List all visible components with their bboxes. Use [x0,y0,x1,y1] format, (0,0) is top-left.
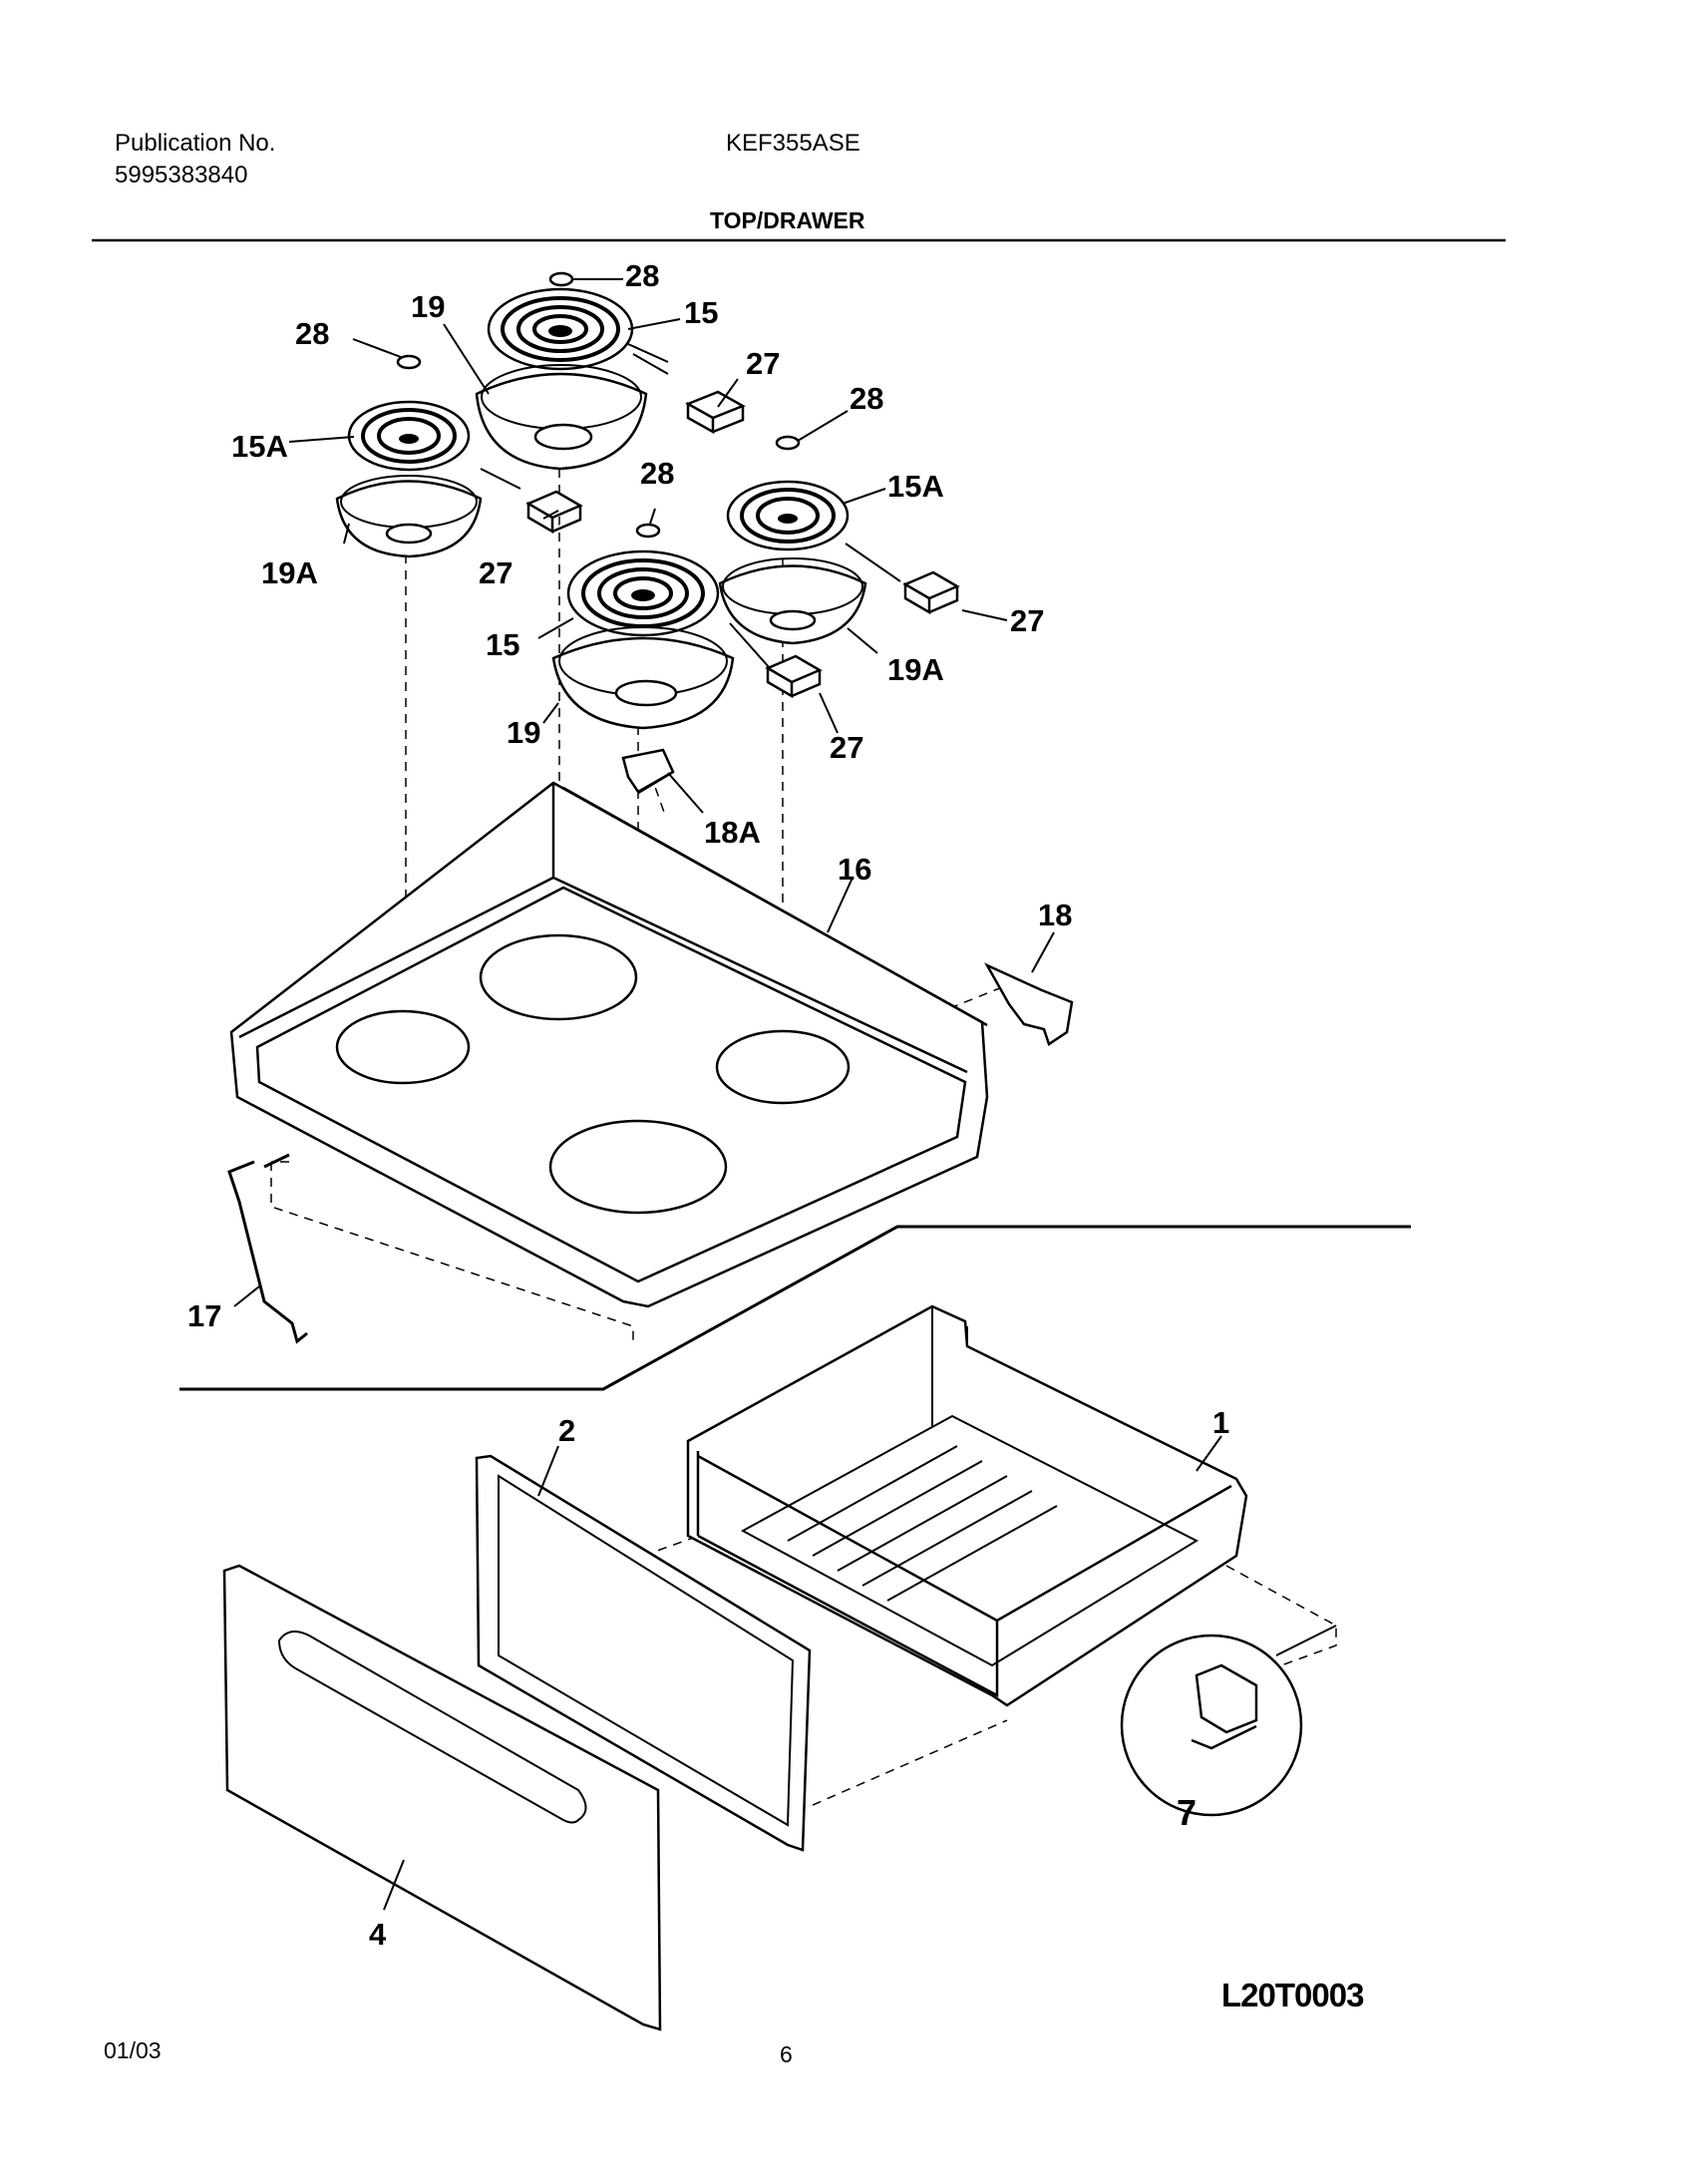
large-burner-front [566,549,720,637]
bracket-18a [621,748,675,795]
callout-28: 28 [625,258,659,293]
callout-19: 19 [507,715,540,750]
callout-28: 28 [640,456,674,491]
support-rod-17 [227,1153,308,1344]
diagram-code: L20T0003 [1221,1977,1364,2013]
section-title: TOP/DRAWER [710,207,865,233]
callout-16: 16 [838,852,871,887]
small-burner-right [726,480,850,551]
drawer-frame [475,1454,812,1852]
drawer-front-panel [222,1564,662,2031]
callout-15: 15 [684,295,718,330]
detail-circle-7 [1120,1625,1337,1817]
callout-18: 18 [1038,898,1072,932]
section-separator [179,1225,1411,1391]
callout-19: 19 [411,289,445,324]
small-burner-left [347,400,471,472]
callout-19a: 19A [261,555,318,590]
callout-28: 28 [850,381,883,416]
callout-15a: 15A [231,429,288,464]
burner-caps [396,271,801,539]
leader-lines [233,278,1222,1911]
drip-pan-front-large [551,626,735,730]
bracket-18 [984,962,1074,1046]
callout-17: 17 [187,1298,221,1333]
drip-pan-rear-large [475,364,648,471]
callout-18a: 18A [704,815,761,850]
receptacles [480,343,960,699]
callout-28: 28 [295,316,329,351]
footer-date: 01/03 [104,2037,162,2063]
model-number: KEF355ASE [726,130,860,157]
callout-7: 7 [1177,1792,1196,1833]
large-burner-rear [487,287,634,371]
callout-1: 1 [1212,1405,1229,1440]
callout-4: 4 [369,1917,387,1952]
drip-pan-left-small [335,475,483,558]
cooktop-main-top [229,781,989,1308]
callout-27: 27 [746,346,780,381]
publication-number: 5995383840 [115,162,248,188]
callout-19a: 19A [887,652,944,687]
callout-15: 15 [486,627,519,662]
callout-15a: 15A [887,469,944,504]
callout-2: 2 [558,1413,575,1448]
publication-label: Publication No. [115,130,276,157]
drawer-body [686,1304,1248,1707]
callout-27: 27 [830,730,863,765]
page-number: 6 [780,2041,793,2067]
callout-27: 27 [479,555,512,590]
callout-27: 27 [1010,603,1044,638]
drip-pan-right-small [718,557,867,645]
